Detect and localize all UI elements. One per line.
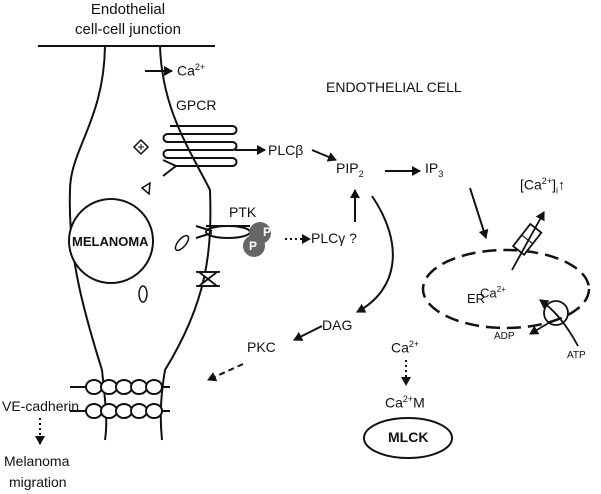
pkc-label: PKC [247,339,276,355]
er-membrane [421,248,591,330]
plcb-label: PLCβ [268,142,304,158]
bowtie-channel [196,271,220,287]
ve-cadherin-complex [70,379,170,419]
melanoma-label: MELANOMA [72,234,149,249]
dag-to-pkc-arrow [293,325,323,341]
mlck-ellipse [363,417,453,459]
ptk-receptor [195,225,251,239]
ca-i-label: [Ca2+]i↑ [520,176,565,196]
er-pump [529,299,579,347]
phospho-circle-2 [243,235,265,257]
junction-title-line2: cell-cell junction [75,21,181,38]
mlck-label: MLCK [388,429,429,445]
melanoma-cell [68,198,154,284]
pip2-to-dag-arrow [356,195,394,313]
ve-cadherin-label: VE-cadherin [2,398,80,414]
pkc-to-vecadherin-arrow [207,363,244,382]
ca-calmodulin-label: Ca2+M [385,394,425,411]
junction-title-line1: Endothelial [90,1,166,18]
endothelial-cell-label: ENDOTHELIAL CELL [326,79,462,95]
dag-label: DAG [322,317,353,333]
right-cell-outline [159,45,212,441]
ca-release-arrow [511,211,545,271]
er-label: ER [467,291,486,306]
ptk-label: PTK [229,204,257,220]
ip3-label: IP3 [425,160,444,179]
er-channel [511,222,543,256]
atp-label: ATP [567,350,586,361]
protrusion-right [174,234,190,252]
ip3-to-er-arrow [469,187,489,239]
phospho-label-1: P [263,225,272,239]
gpcr-label: GPCR [176,97,217,113]
plcb-to-pip2-arrow [311,149,337,162]
migration-label-line2: migration [9,474,67,490]
pip2-label: PIP2 [336,160,364,179]
ca-out-label: Ca2+ [177,62,206,79]
phospho-label-2: P [249,239,258,253]
ca-free-label: Ca2+ [391,339,420,356]
ca-er-label: Ca2+ [480,285,506,301]
protrusion-bottom [138,285,148,303]
adp-label: ADP [494,331,515,342]
protrusion-top [140,181,151,196]
plcg-label: PLCγ ? [311,230,357,246]
gpcr-receptor [162,125,238,177]
migration-label-line1: Melanoma [4,453,70,469]
